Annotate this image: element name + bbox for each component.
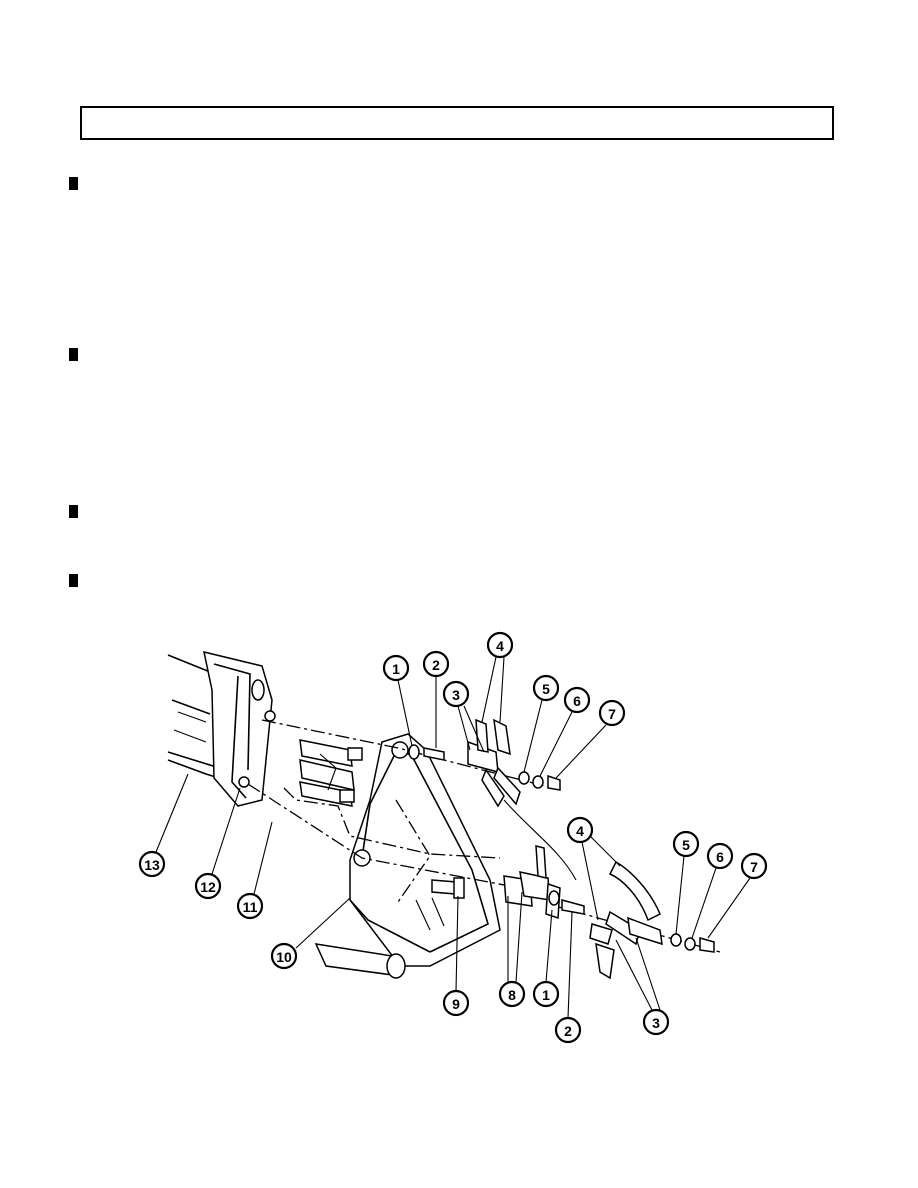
callout-number: 2: [432, 657, 440, 673]
callout-number: 4: [576, 823, 584, 839]
callout-number: 1: [542, 987, 550, 1003]
callout-3: 3: [442, 680, 470, 708]
stud-assembly-drawing: [299, 739, 363, 807]
callout-6: 6: [706, 842, 734, 870]
upper-hardware-drawing: [408, 718, 577, 881]
step-marker: [69, 177, 78, 190]
callout-5: 5: [532, 674, 560, 702]
callout-12: 12: [194, 872, 222, 900]
callout-13: 13: [138, 850, 166, 878]
callout-number: 5: [682, 837, 690, 853]
callout-number: 2: [564, 1023, 572, 1039]
callout-number: 13: [144, 857, 160, 873]
bolt-drawing: [431, 877, 465, 899]
callout-number: 3: [452, 687, 460, 703]
callout-10: 10: [270, 942, 298, 970]
lower-hardware-drawing: [503, 845, 715, 980]
callout-number: 8: [508, 987, 516, 1003]
title-box: [80, 106, 834, 140]
callout-6: 6: [563, 686, 591, 714]
callout-number: 1: [392, 661, 400, 677]
step-marker: [69, 574, 78, 587]
callout-9: 9: [442, 989, 470, 1017]
callout-8: 8: [498, 980, 526, 1008]
callout-number: 7: [750, 859, 758, 875]
callout-2: 2: [422, 650, 450, 678]
callout-number: 11: [243, 899, 258, 915]
callout-number: 12: [200, 879, 216, 895]
callout-7: 7: [740, 852, 768, 880]
callout-number: 4: [496, 638, 504, 654]
callout-number: 5: [542, 681, 550, 697]
callout-1: 1: [532, 980, 560, 1008]
callout-4: 4: [486, 631, 514, 659]
callout-number: 9: [452, 996, 460, 1012]
callout-2: 2: [554, 1016, 582, 1044]
callout-4: 4: [566, 816, 594, 844]
callout-number: 10: [276, 949, 292, 965]
step-marker: [69, 348, 78, 361]
callout-11: 11: [236, 892, 264, 920]
callout-1: 1: [382, 654, 410, 682]
callout-7: 7: [598, 699, 626, 727]
callout-number: 6: [573, 693, 581, 709]
step-marker: [69, 505, 78, 518]
callout-5: 5: [672, 830, 700, 858]
callout-number: 3: [652, 1015, 660, 1031]
housing-drawing: [167, 650, 276, 807]
callout-number: 6: [716, 849, 724, 865]
callout-3: 3: [642, 1008, 670, 1036]
leader-lines: [155, 656, 751, 1019]
callout-number: 7: [608, 706, 616, 722]
